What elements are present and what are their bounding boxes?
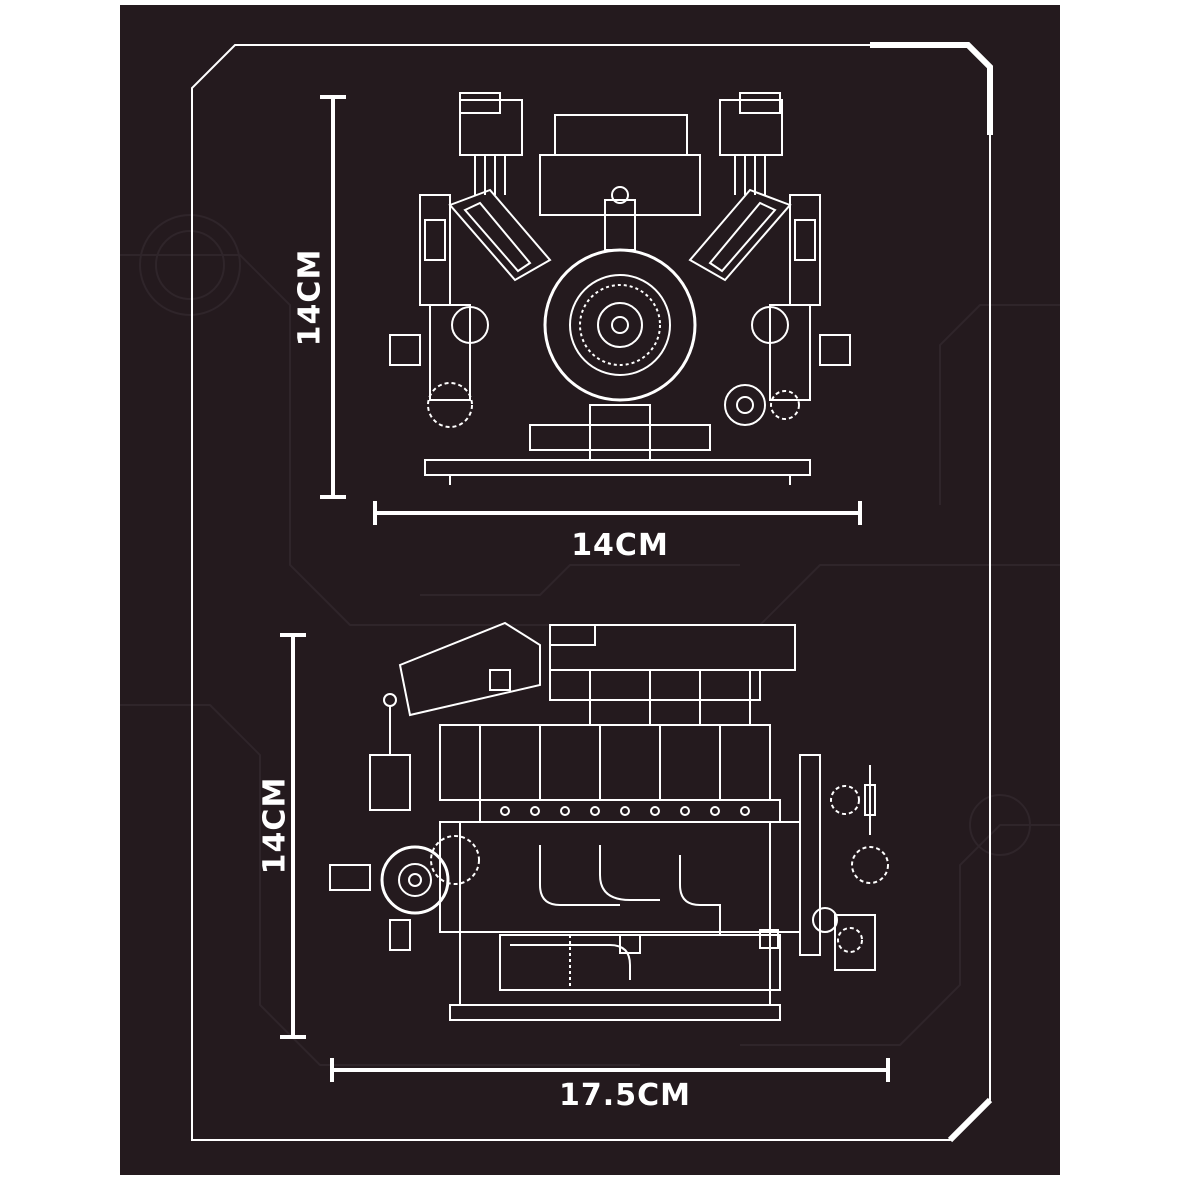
side-height-dimension-line: [280, 633, 306, 1039]
outer-frame: [191, 42, 993, 1143]
side-width-dimension-line: [330, 1058, 890, 1082]
circuit-background-pattern: [120, 214, 1060, 1066]
front-width-label: 14CM: [571, 528, 669, 563]
front-height-dimension-line: [320, 95, 346, 499]
engine-front-view: [389, 92, 851, 485]
product-dimension-panel: 14CM 14CM 14CM 17.5CM: [120, 5, 1060, 1175]
side-width-label: 17.5CM: [559, 1078, 691, 1113]
side-height-label: 14CM: [257, 776, 293, 875]
front-height-label: 14CM: [292, 248, 328, 347]
engine-side-view: [329, 621, 889, 1021]
front-width-dimension-line: [373, 501, 862, 525]
diagram-canvas: [120, 42, 1060, 1143]
